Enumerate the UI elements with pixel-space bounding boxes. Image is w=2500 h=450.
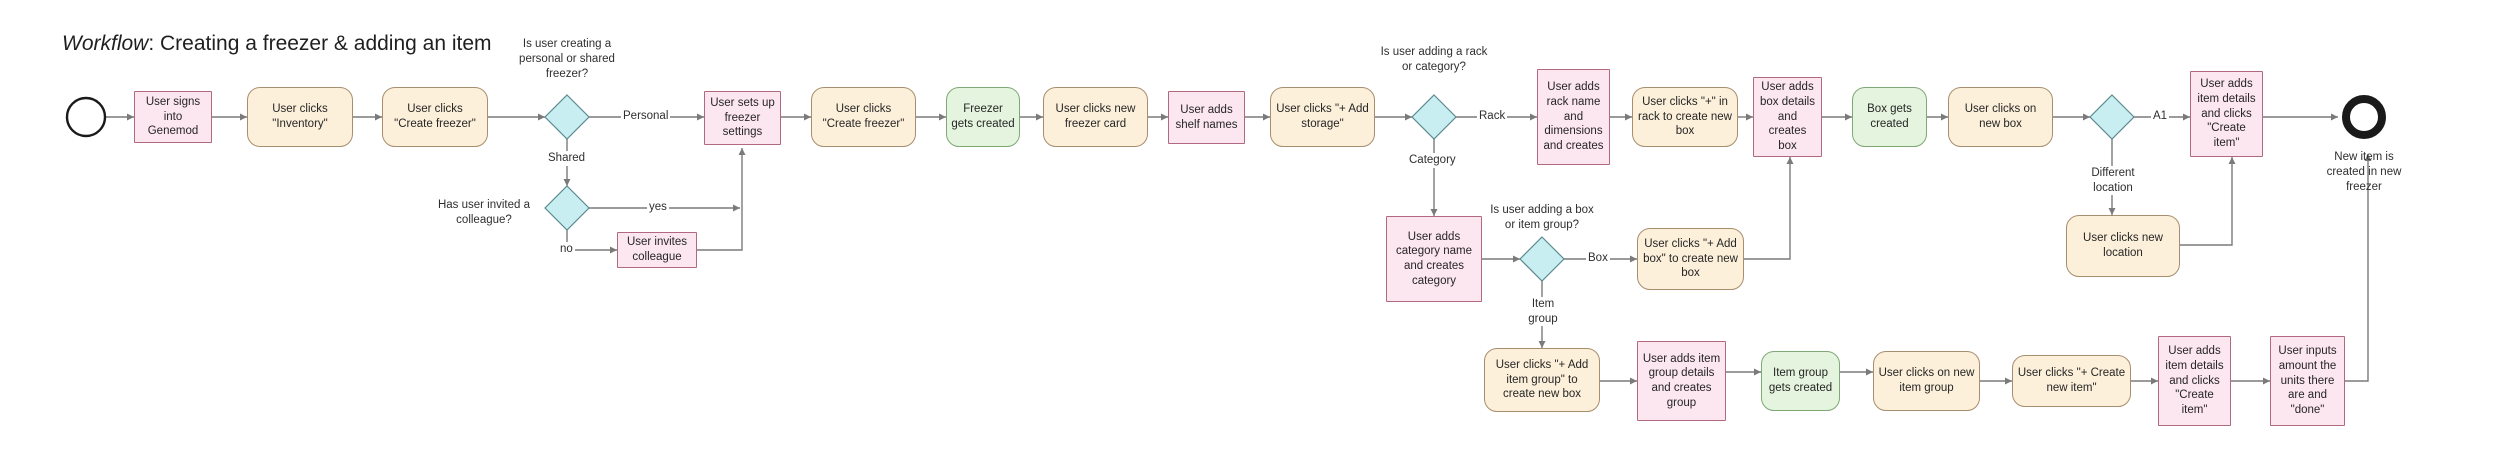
decision-box-itemgroup xyxy=(1519,236,1565,282)
step-click-create-freezer: User clicks "Create freezer" xyxy=(382,87,488,147)
question-invited-colleague: Has user invited a colleague? xyxy=(437,199,531,226)
edge-different-location: Different location xyxy=(2084,166,2142,196)
edge-yes: yes xyxy=(647,200,669,215)
question-rack-category: Is user adding a rack or category? xyxy=(1380,46,1488,73)
step-add-category: User adds category name and creates cate… xyxy=(1386,216,1482,302)
step-add-rack: User adds rack name and dimensions and c… xyxy=(1537,69,1610,165)
step-box-created: Box gets created xyxy=(1852,87,1927,147)
step-add-box-details: User adds box details and creates box xyxy=(1753,77,1822,157)
edge-item-group: Item group xyxy=(1524,297,1562,327)
edge-no: no xyxy=(558,242,575,257)
step-add-shelf-names: User adds shelf names xyxy=(1168,91,1245,144)
step-click-new-item-group: User clicks on new item group xyxy=(1873,351,1980,411)
workflow-title: Workflow: Creating a freezer & adding an… xyxy=(62,32,492,55)
step-click-add-item-group: User clicks "+ Add item group" to create… xyxy=(1484,348,1600,412)
step-click-new-box: User clicks on new box xyxy=(1948,87,2053,147)
step-freezer-settings: User sets up freezer settings xyxy=(704,91,781,145)
step-click-inventory: User clicks "Inventory" xyxy=(247,87,353,147)
step-signs-in: User signs into Genemod xyxy=(134,91,212,143)
step-invite-colleague: User invites colleague xyxy=(617,232,697,268)
start-node xyxy=(65,96,107,138)
edge-shared: Shared xyxy=(546,151,588,166)
end-node xyxy=(2342,95,2386,139)
step-click-new-location: User clicks new location xyxy=(2066,215,2180,277)
decision-rack-category xyxy=(1411,94,1457,140)
edge-personal: Personal xyxy=(621,109,671,124)
decision-location xyxy=(2089,94,2135,140)
edge-box: Box xyxy=(1586,251,1610,266)
edge-rack: Rack xyxy=(1477,109,1508,124)
decision-personal-shared xyxy=(544,94,590,140)
edge-a1: A1 xyxy=(2151,109,2170,124)
step-add-item-group-details: User adds item group details and creates… xyxy=(1637,341,1726,421)
question-personal-shared: Is user creating a personal or shared fr… xyxy=(519,38,615,80)
step-input-amount: User inputs amount the units there are a… xyxy=(2270,336,2345,426)
step-click-create-freezer-2: User clicks "Create freezer" xyxy=(811,87,916,147)
decision-invited-colleague xyxy=(544,185,590,231)
step-click-create-new-item: User clicks "+ Create new item" xyxy=(2012,355,2131,407)
step-add-item-details-2: User adds item details and clicks "Creat… xyxy=(2158,336,2231,426)
step-add-item-details: User adds item details and clicks "Creat… xyxy=(2190,71,2263,157)
step-item-group-created: Item group gets created xyxy=(1761,351,1840,411)
step-click-freezer-card: User clicks new freezer card xyxy=(1043,87,1148,147)
step-freezer-created: Freezer gets created xyxy=(946,87,1020,147)
edge-category: Category xyxy=(1407,153,1458,168)
question-box-itemgroup: Is user adding a box or item group? xyxy=(1490,204,1594,231)
step-click-add-box: User clicks "+ Add box" to create new bo… xyxy=(1637,228,1744,290)
end-label: New item is created in new freezer xyxy=(2326,151,2402,193)
step-click-add-storage: User clicks "+ Add storage" xyxy=(1270,87,1375,147)
step-click-plus-in-rack: User clicks "+" in rack to create new bo… xyxy=(1632,87,1738,147)
